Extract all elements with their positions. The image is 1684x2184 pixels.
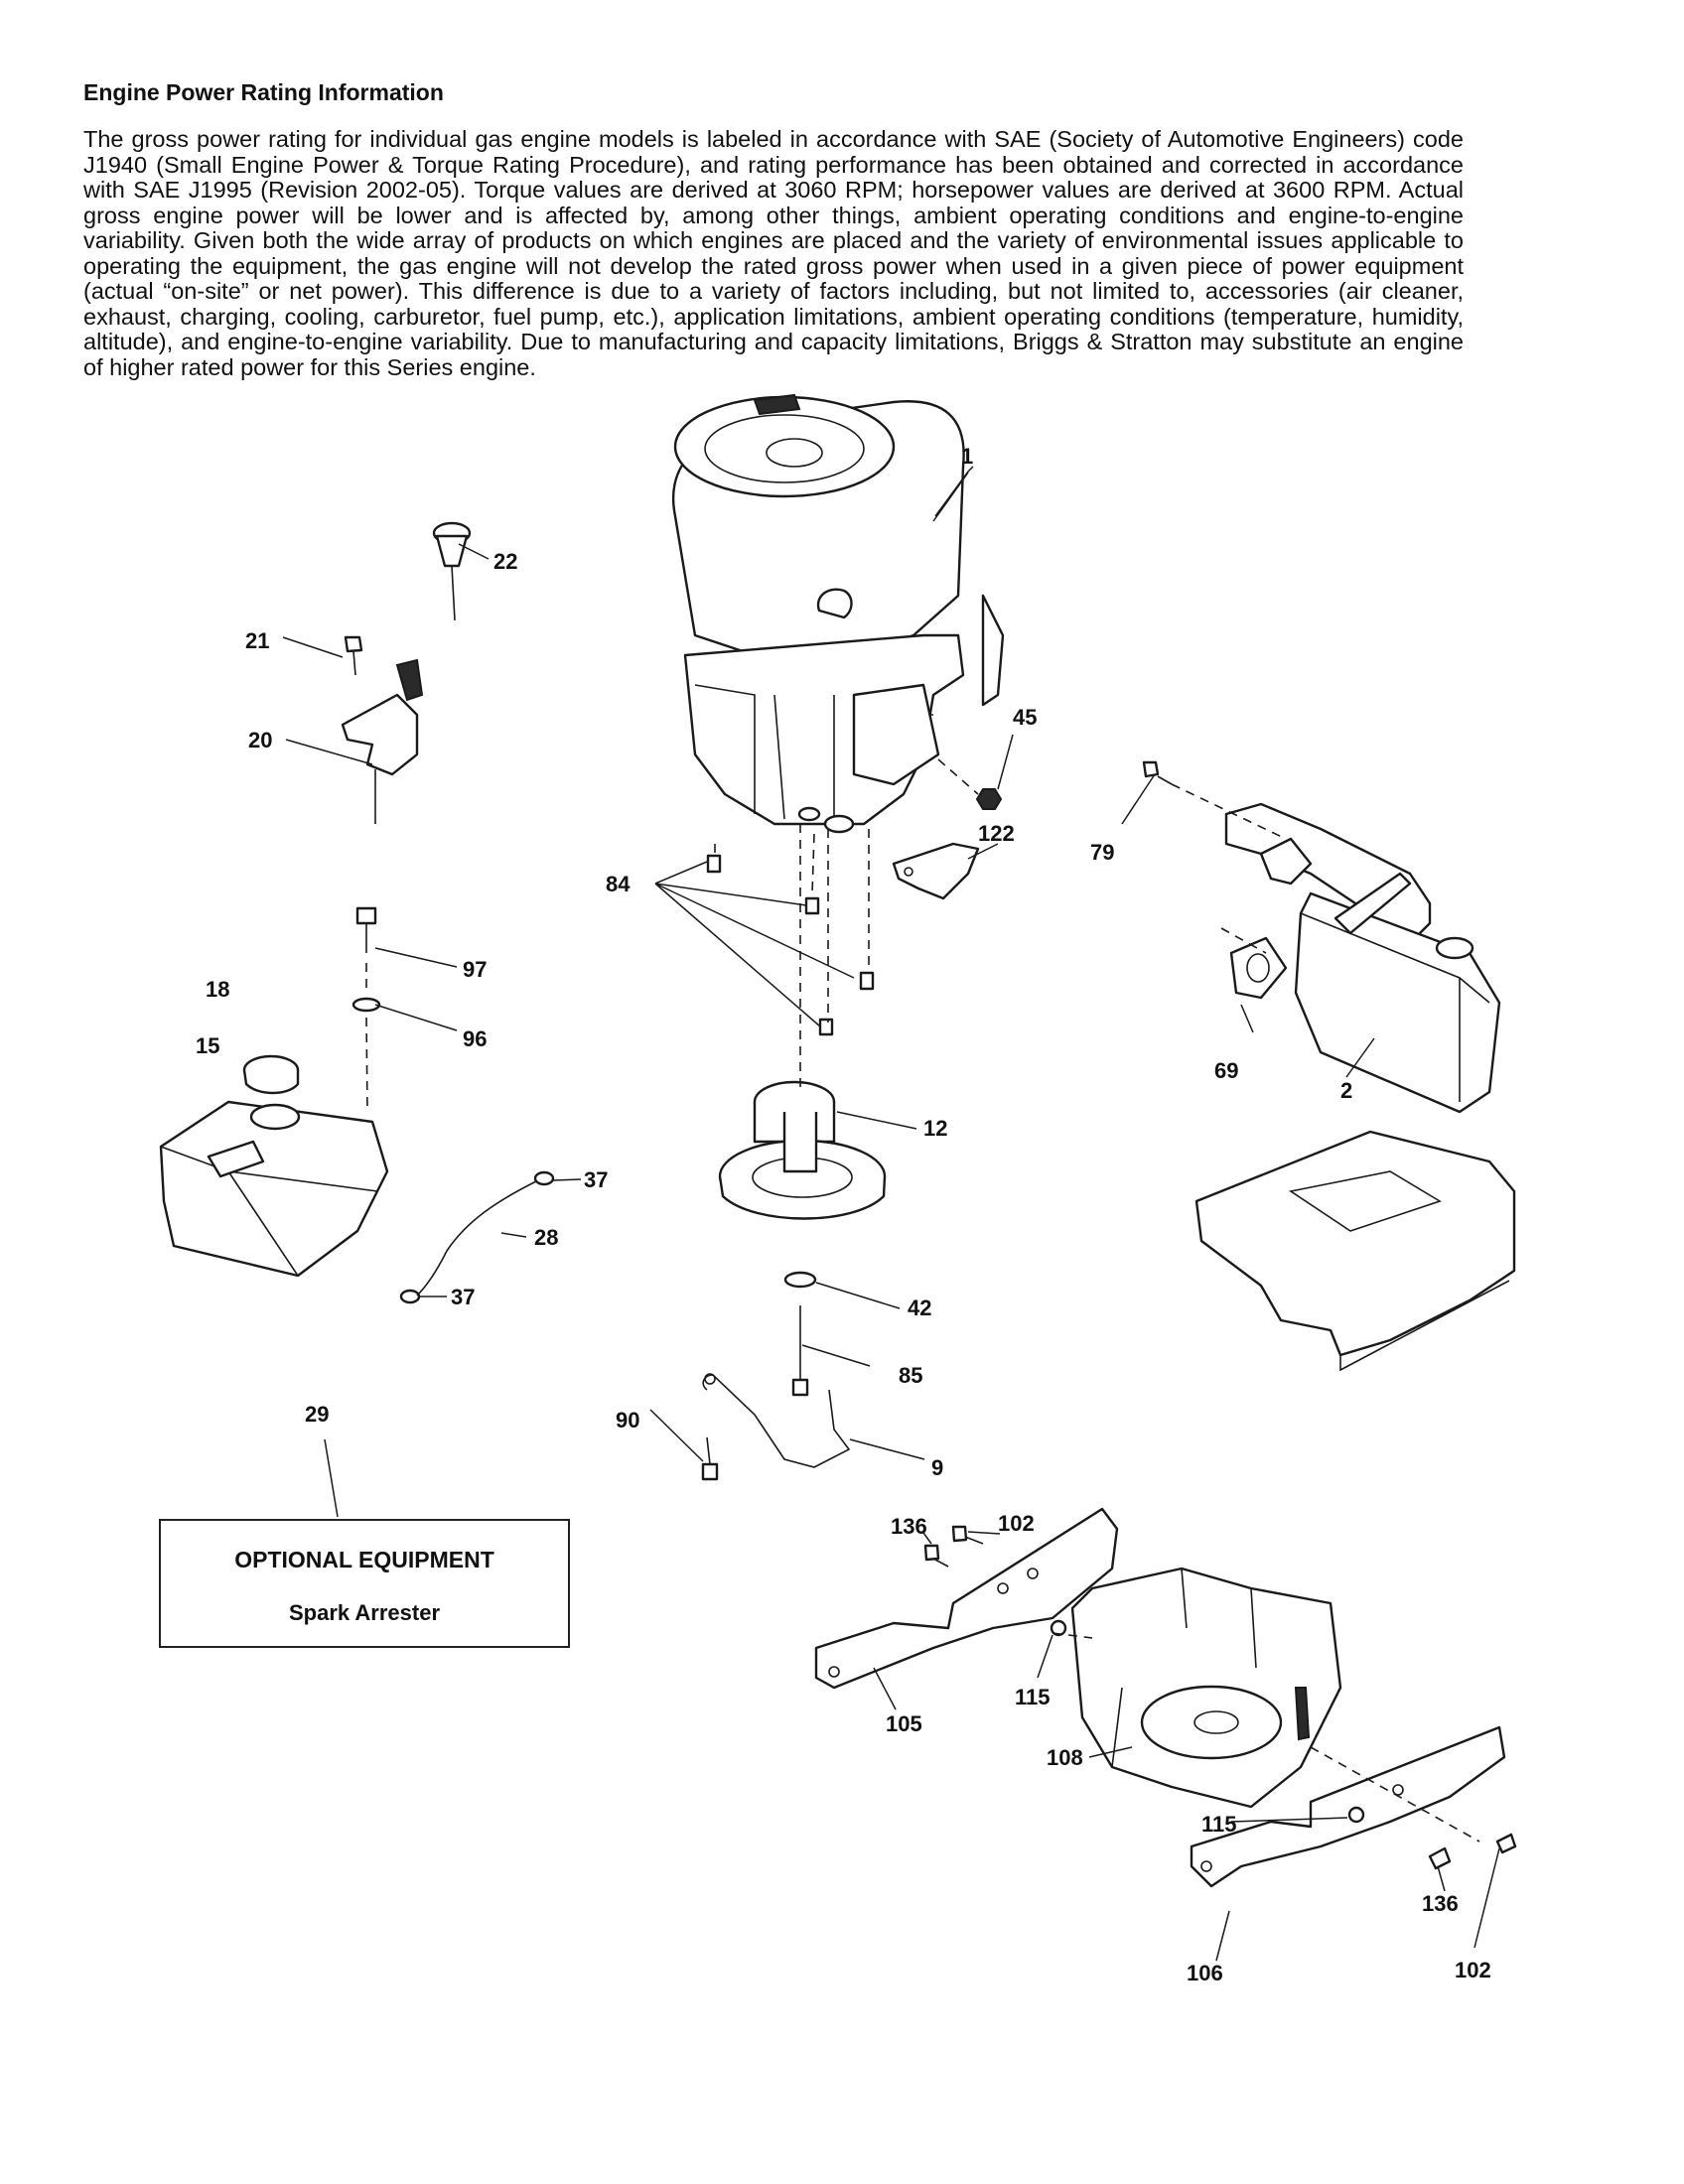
nut-part-45: [975, 788, 1003, 810]
callout-136-lower: 136: [1422, 1891, 1459, 1916]
callout-37-upper: 37: [584, 1167, 608, 1192]
callout-90: 90: [616, 1408, 639, 1433]
bolt-part-90: [701, 1436, 719, 1481]
mount-plate-part-106: [1190, 1725, 1506, 1888]
pulley-part-12: [718, 1080, 887, 1220]
bolt-part-97: [355, 906, 377, 953]
callout-2: 2: [1340, 1078, 1352, 1103]
washer-part-96: [351, 997, 381, 1013]
callout-85: 85: [899, 1363, 922, 1388]
callout-122: 122: [978, 821, 1015, 846]
fuel-cap-part-18: [242, 1054, 300, 1095]
callout-29: 29: [305, 1402, 329, 1427]
callout-84: 84: [606, 872, 631, 896]
shroud-part-108: [1070, 1567, 1342, 1809]
callout-96: 96: [463, 1026, 487, 1051]
bracket-part-9: [702, 1373, 851, 1468]
rating-paragraph: The gross power rating for individual ga…: [83, 126, 1464, 380]
bolts-part-84: [706, 854, 875, 1036]
callout-97: 97: [463, 957, 487, 982]
assembly-lines: [365, 758, 1480, 1843]
fuel-tank-part-15: [159, 1100, 389, 1278]
callout-22: 22: [493, 549, 517, 574]
chassis-plate: [1194, 1130, 1516, 1372]
mount-plate-part-105: [814, 1507, 1119, 1690]
callout-105: 105: [886, 1711, 922, 1736]
callout-79: 79: [1090, 840, 1114, 865]
heat-shield-part-122: [892, 842, 980, 900]
engine-part-1: [671, 393, 1005, 834]
choke-knob-part-22: [432, 521, 472, 621]
callout-9: 9: [931, 1455, 943, 1480]
callout-1: 1: [961, 444, 973, 469]
callout-42: 42: [908, 1296, 931, 1320]
callout-115-lower: 115: [1201, 1812, 1237, 1837]
callout-102-upper: 102: [998, 1511, 1035, 1536]
callout-21: 21: [245, 628, 269, 653]
screw-part-21: [344, 635, 363, 676]
bolt-part-85: [791, 1305, 809, 1397]
optional-equipment-title: OPTIONAL EQUIPMENT: [234, 1547, 494, 1572]
callout-20: 20: [248, 728, 272, 752]
callout-18: 18: [206, 977, 229, 1002]
callout-69: 69: [1214, 1058, 1238, 1083]
bolt-part-79: [1142, 760, 1173, 785]
washer-part-42: [783, 1271, 817, 1289]
throttle-bracket-part-20: [341, 658, 424, 824]
muffler-part-2: [1224, 802, 1501, 1114]
exhaust-gasket-part-69: [1229, 837, 1313, 1000]
fastener-parts-136-102-115: [923, 1525, 1517, 1870]
fuel-line-part-28: [416, 1180, 537, 1297]
callout-12: 12: [923, 1116, 947, 1141]
page-heading: Engine Power Rating Information: [83, 79, 444, 105]
callout-15: 15: [196, 1033, 219, 1058]
callout-108: 108: [1047, 1745, 1083, 1770]
hose-clamp-part-37: [399, 1170, 555, 1304]
callout-37-lower: 37: [451, 1285, 475, 1309]
callout-45: 45: [1013, 705, 1037, 730]
callout-115-upper: 115: [1015, 1685, 1051, 1709]
callout-leaders: [282, 466, 1500, 1962]
callout-102-lower: 102: [1455, 1958, 1491, 1982]
callout-106: 106: [1187, 1961, 1223, 1985]
callout-136-upper: 136: [891, 1514, 927, 1539]
spark-arrester-label: Spark Arrester: [288, 1600, 441, 1625]
optional-equipment-box: OPTIONAL EQUIPMENT Spark Arrester: [159, 1519, 570, 1648]
callout-28: 28: [534, 1225, 558, 1250]
